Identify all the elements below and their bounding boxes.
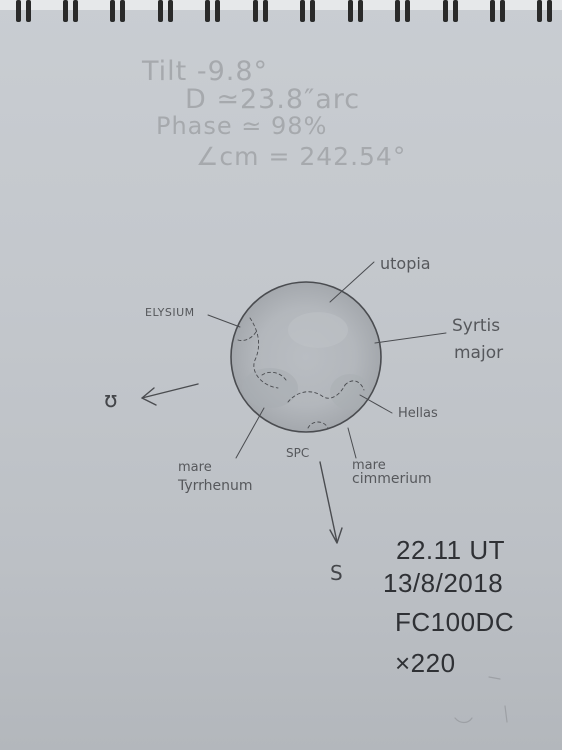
- central-meridian-note: ∠cm = 242.54°: [196, 142, 407, 171]
- observation-date: 13/8/2018: [383, 568, 504, 598]
- west-arrow: [141, 383, 199, 406]
- label-mare-tyrrhenum-1: mare: [178, 460, 212, 475]
- label-utopia: utopia: [380, 254, 431, 273]
- label-mare-cimmerium-1: mare: [352, 458, 386, 473]
- phase-note: Phase ≃ 98%: [156, 112, 328, 140]
- pen-marks: [454, 676, 508, 724]
- label-major: major: [454, 343, 504, 363]
- diameter-note: D ≃23.8″arc: [185, 84, 361, 115]
- magnification: ×220: [395, 648, 456, 678]
- label-mare-cimmerium-2: cimmerium: [352, 471, 432, 487]
- tilt-note: Tilt -9.8°: [142, 56, 269, 87]
- telescope: FC100DC: [395, 607, 515, 637]
- mars-disk: [230, 281, 382, 433]
- label-elysium: ELYSIUM: [145, 306, 195, 319]
- label-spc: SPC: [286, 446, 310, 460]
- label-syrtis: Syrtis: [452, 316, 501, 336]
- south-arrow: [319, 461, 343, 544]
- west-label: ʊ: [104, 388, 118, 413]
- label-hellas: Hellas: [398, 406, 438, 421]
- feature-leader-lines: [207, 261, 447, 459]
- label-mare-tyrrhenum-2: Tyrrhenum: [178, 478, 253, 494]
- observation-time: 22.11 UT: [396, 535, 506, 565]
- south-label: S: [330, 561, 343, 585]
- spiral-binding: [0, 0, 562, 22]
